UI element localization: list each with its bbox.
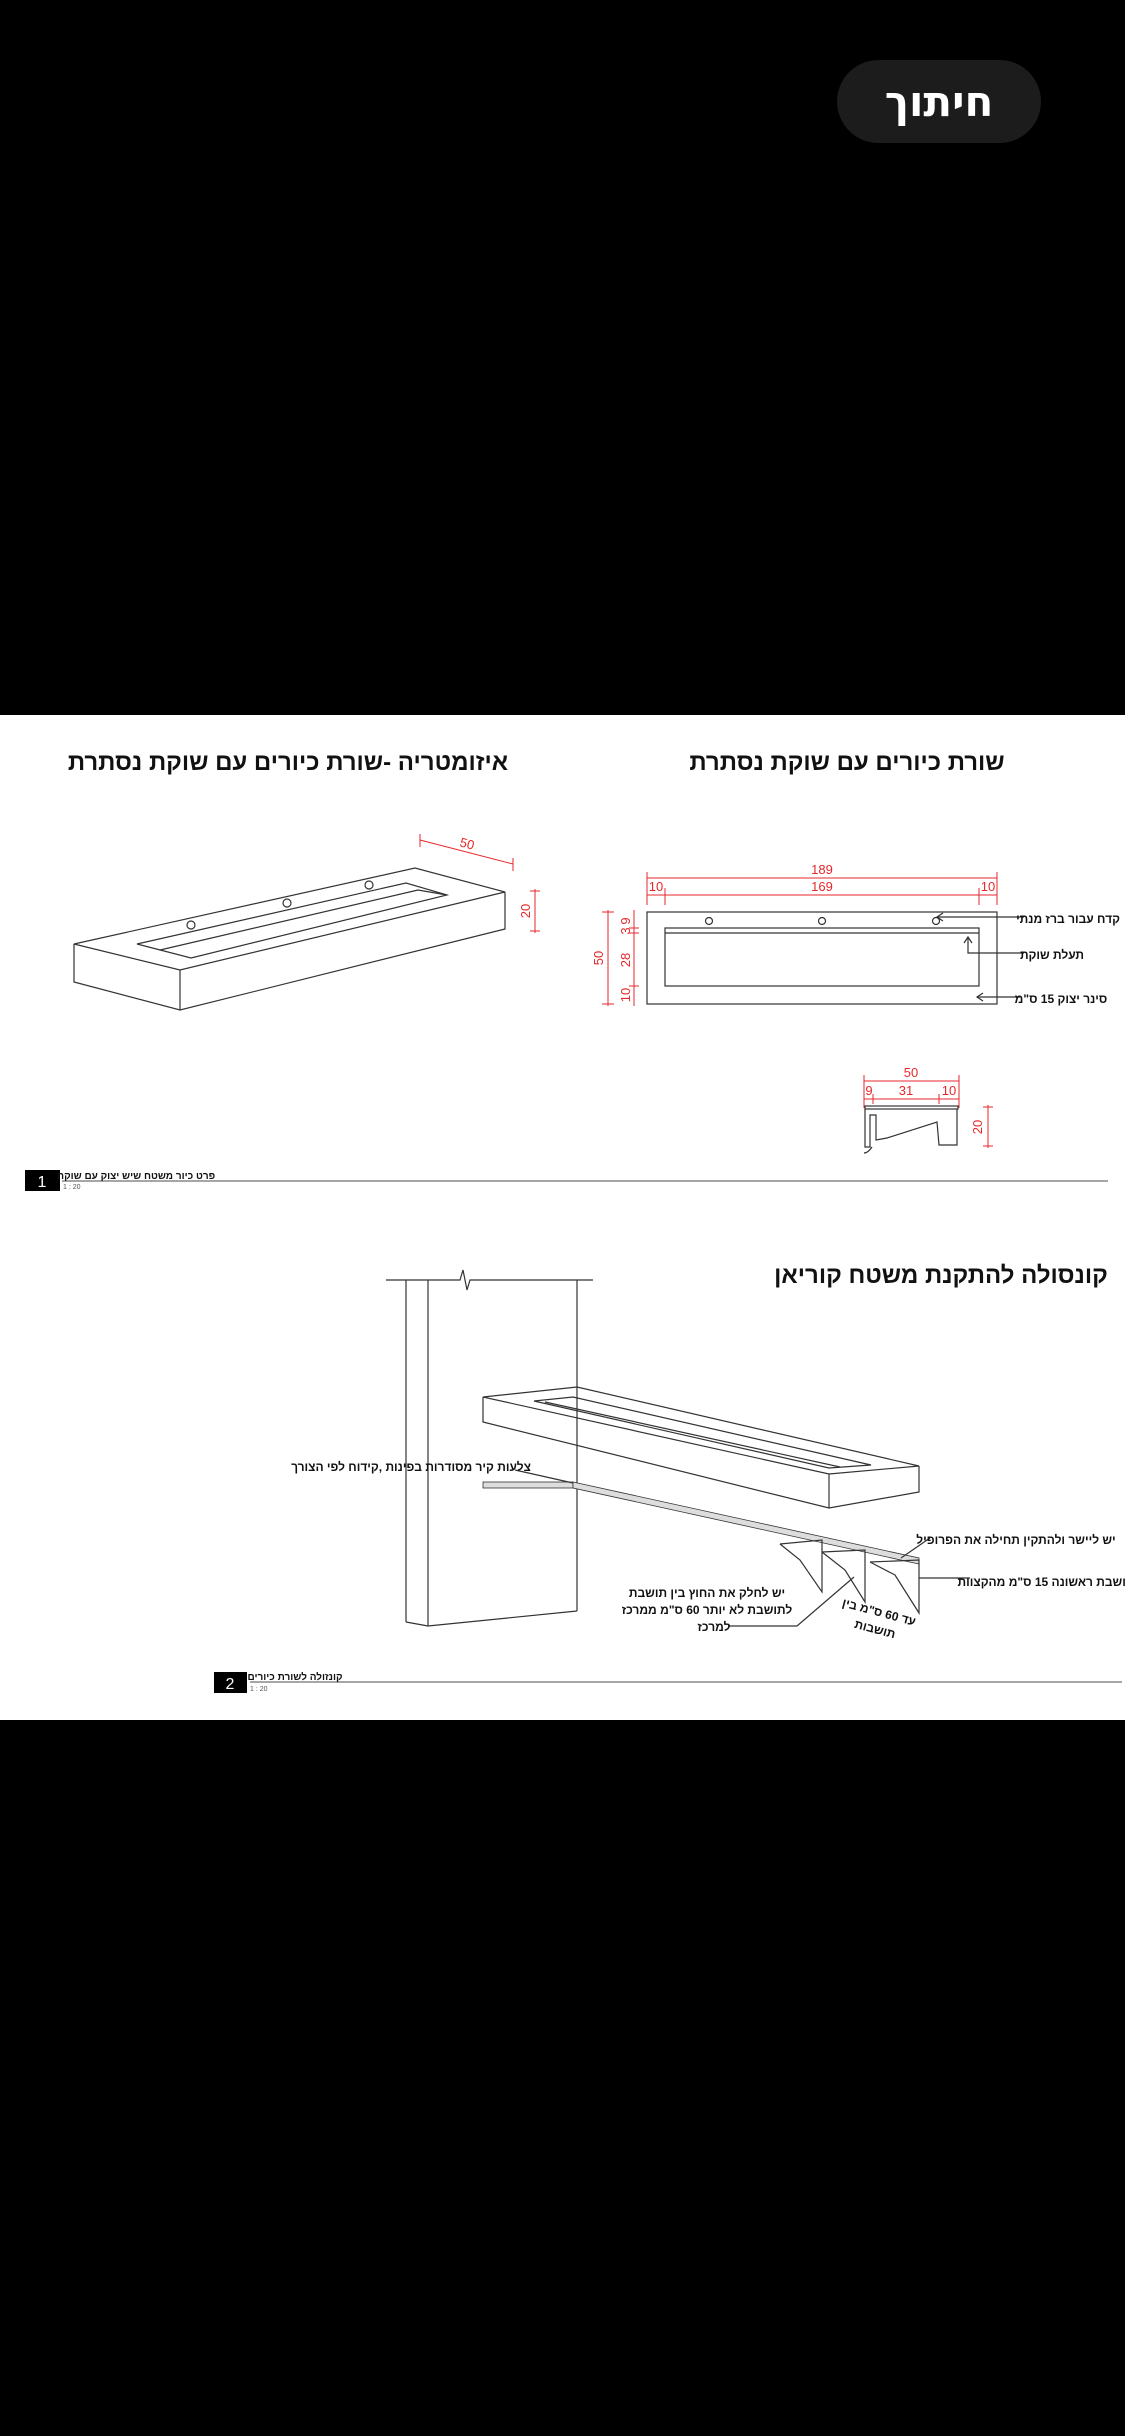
section-dim-a: 9 xyxy=(865,1083,872,1098)
label-trough: תעלת שוקת xyxy=(1020,948,1084,962)
wall xyxy=(386,1269,593,1627)
section-dim-b: 31 xyxy=(899,1083,913,1098)
dim-d2: 3 xyxy=(618,927,633,934)
dim-d1: 9 xyxy=(618,917,633,924)
label-divide-3: למרכז xyxy=(698,1620,731,1634)
sheet2-footer: 2 קונזולה לשורת כיורים 1 : 20 xyxy=(214,1671,1122,1693)
iso-depth-dim: 50 xyxy=(458,835,476,853)
crop-button[interactable]: חיתוך xyxy=(837,60,1041,143)
countertop xyxy=(482,1386,920,1509)
sheet2-footer-title: קונזולה לשורת כיורים xyxy=(247,1671,342,1683)
sheet1-footer-title: פרט כיור משטח שיש יצוק עם שוקת xyxy=(57,1171,215,1182)
section-detail: 50 9 31 10 20 xyxy=(863,1065,993,1154)
dim-total-length: 189 xyxy=(811,862,833,877)
section-dim-total: 50 xyxy=(904,1065,918,1080)
label-tap-hole: קדח עבור ברז מנתי xyxy=(1016,912,1120,926)
dim-left-margin: 10 xyxy=(649,879,663,894)
iso-height-dim: 20 xyxy=(518,904,533,918)
label-wall-ribs: צלעות קיר מסודרות בפינות ,קידוח לפי הצור… xyxy=(291,1460,531,1474)
dim-depth: 50 xyxy=(591,951,606,965)
iso-title: איזומטריה -שורת כיורים עם שוקת נסתרת xyxy=(68,749,508,776)
sheet1-number: 1 xyxy=(38,1174,47,1191)
label-divide-1: יש לחלק את החוץ בין תושבת xyxy=(629,1586,785,1600)
dim-inner-length: 169 xyxy=(811,879,833,894)
dim-d3: 28 xyxy=(618,953,633,967)
label-divide-2: לתושבת לא יותר 60 ס"מ ממרכז xyxy=(622,1603,793,1617)
dim-d4: 10 xyxy=(618,988,633,1002)
plan-view: 189 169 10 10 50 9 3 28 10 קדח עבור ברז … xyxy=(591,862,1120,1006)
console-annotations: צלעות קיר מסודרות בפינות ,קידוח לפי הצור… xyxy=(291,1460,1125,1641)
technical-drawing: איזומטריה -שורת כיורים עם שוקת נסתרת שור… xyxy=(25,749,1125,1693)
label-profile: יש ליישר ולהתקין תחילה את הפרופיל xyxy=(916,1533,1115,1547)
console-title: קונסולה להתקנת משטח קוריאן xyxy=(774,1262,1108,1289)
label-apron: סינר יצוק 15 ס"מ xyxy=(1015,992,1108,1006)
label-first-bracket: תושבת ראשונה 15 ס"מ מהקצוות xyxy=(958,1575,1125,1589)
sheet1-footer: 1 פרט כיור משטח שיש יצוק עם שוקת 1 : 20 xyxy=(25,1170,1108,1191)
drawing-sheet: איזומטריה -שורת כיורים עם שוקת נסתרת שור… xyxy=(0,715,1125,1720)
dim-right-margin: 10 xyxy=(981,879,995,894)
sheet2-number: 2 xyxy=(226,1676,235,1693)
isometric-sink: 50 20 xyxy=(73,834,540,1011)
plan-title: שורת כיורים עם שוקת נסתרת xyxy=(689,749,1004,776)
sheet1-scale: 1 : 20 xyxy=(63,1184,81,1191)
section-dim-height: 20 xyxy=(970,1120,985,1134)
section-dim-c: 10 xyxy=(942,1083,956,1098)
sheet2-scale: 1 : 20 xyxy=(250,1686,268,1693)
profile-and-brackets xyxy=(482,1481,920,1616)
